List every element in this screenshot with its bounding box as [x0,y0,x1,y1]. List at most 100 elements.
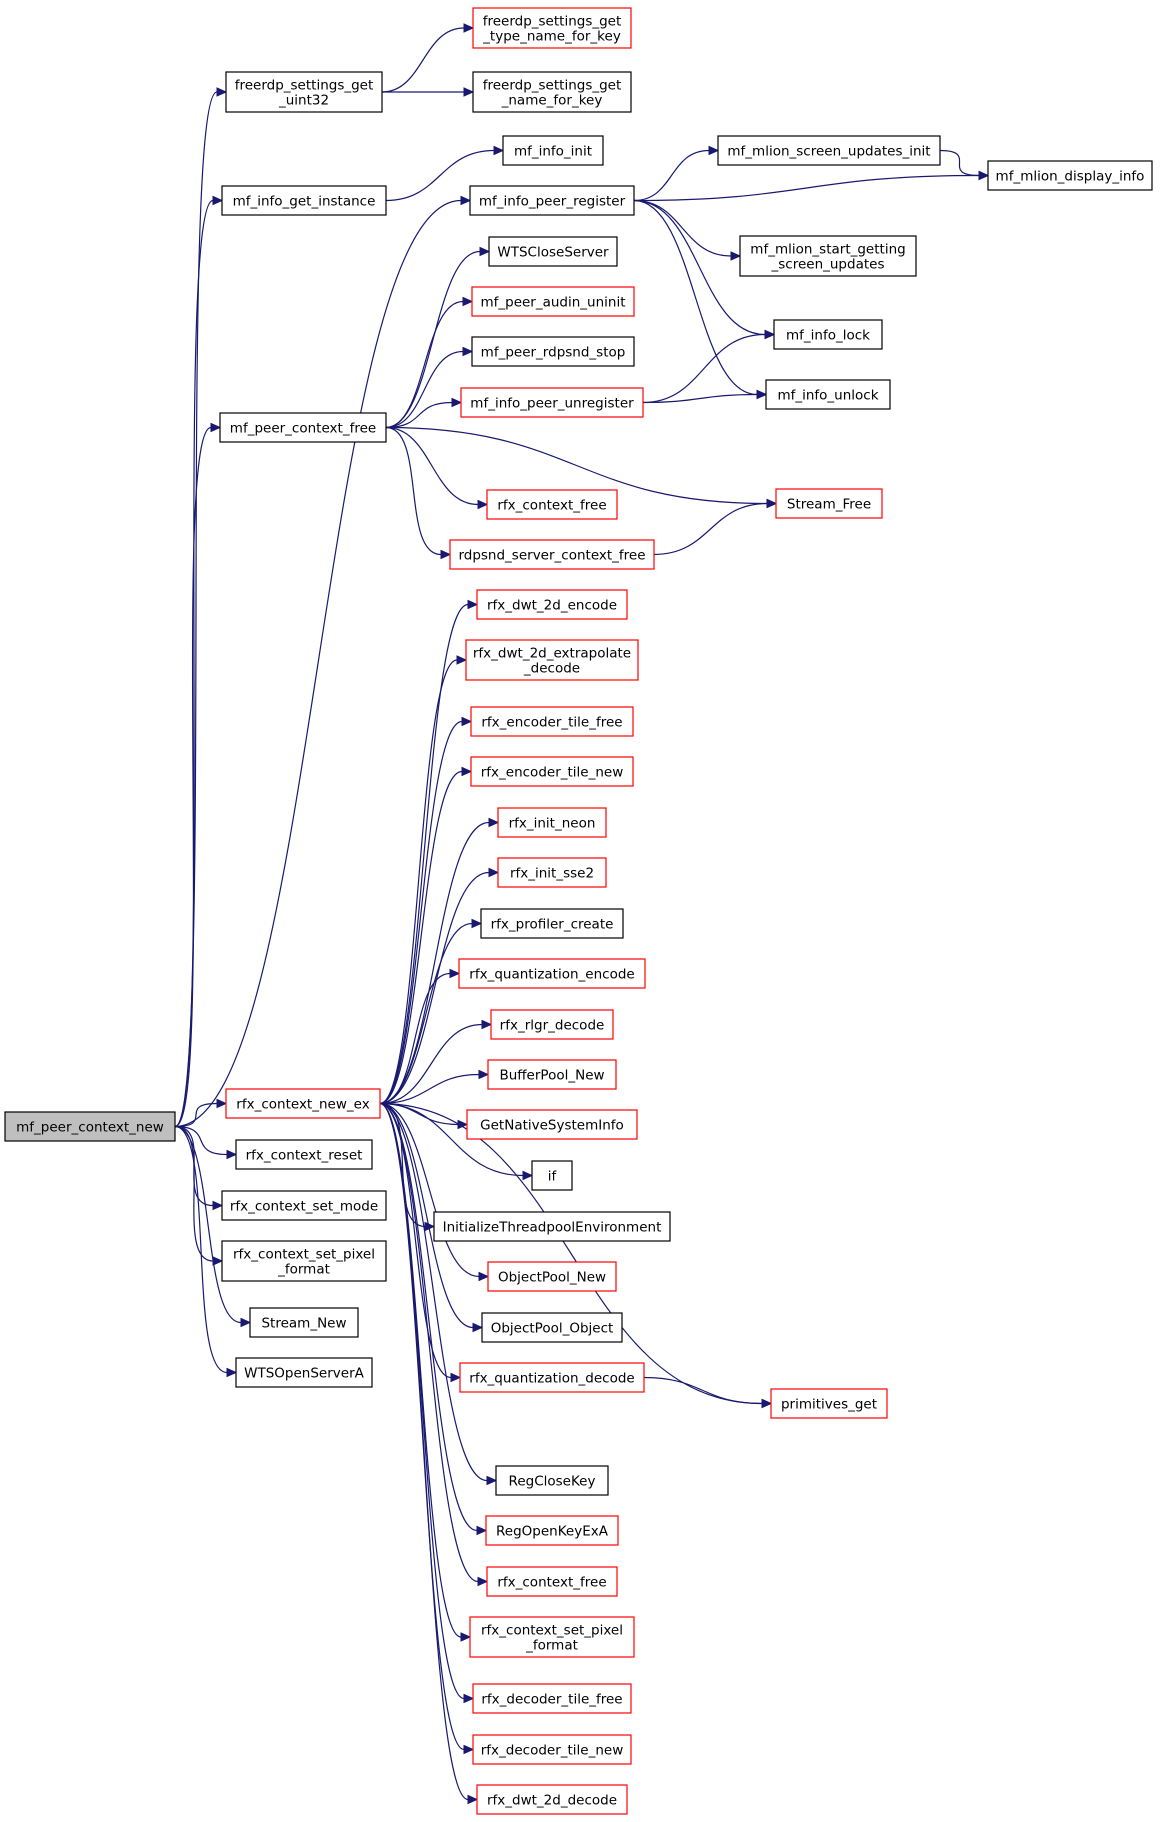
function-node-getnativesysteminfo[interactable]: GetNativeSystemInfo [466,1109,638,1140]
function-node-rfx-quantization-encode[interactable]: rfx_quantization_encode [458,958,646,989]
function-node-rfx-decoder-tile-new[interactable]: rfx_decoder_tile_new [472,1734,632,1765]
function-node-stream-free[interactable]: Stream_Free [775,488,883,519]
node-box [770,1388,888,1419]
arrowhead [212,195,224,206]
node-box [481,1312,623,1343]
function-node-mf-peer-rdpsnd-stop[interactable]: mf_peer_rdpsnd_stop [471,336,635,367]
edge-rfx-context-new-ex-to-rfx-quantization-encode [379,968,461,1105]
function-node-initializethreadpoolenvironment[interactable]: InitializeThreadpoolEnvironment [433,1211,671,1242]
edge-mf-peer-context-new-to-rfx-context-new-ex [174,1098,228,1128]
edge-mf-peer-context-new-to-freerdp-settings-get-uint32 [174,87,228,1128]
function-node-rfx-rlgr-decode[interactable]: rfx_rlgr_decode [490,1009,614,1040]
function-node-rfx-context-set-pixel-format[interactable]: rfx_context_set_pixel_format [221,1240,387,1282]
edge-line [633,149,710,202]
function-node-primitives-get[interactable]: primitives_get [770,1388,888,1419]
edge-rfx-context-new-ex-to-rfx-dwt-2d-decode [379,1102,479,1805]
function-node-rfx-dwt-2d-extrapolate-decode[interactable]: rfx_dwt_2d_extrapolate_decode [465,639,639,681]
function-node-rfx-context-new-ex[interactable]: rfx_context_new_ex [225,1088,381,1119]
function-node-rfx-decoder-tile-free[interactable]: rfx_decoder_tile_free [472,1683,632,1714]
function-node-mf-info-init[interactable]: mf_info_init [502,135,604,166]
function-node-rfx-profiler-create[interactable]: rfx_profiler_create [480,908,624,939]
node-box [717,135,941,166]
edge-mf-peer-context-new-to-wtsopenservera [174,1125,238,1378]
node-label: _decode [523,661,580,677]
edge-line [385,426,442,556]
node-box [497,857,607,888]
function-node-rfx-dwt-2d-decode[interactable]: rfx_dwt_2d_decode [476,1784,628,1815]
function-node-rfx-context-set-pixel-format[interactable]: rfx_context_set_pixel_format [469,1616,635,1658]
edge-mf-info-peer-unregister-to-mf-info-lock [642,329,776,404]
edge-line [174,1102,218,1128]
function-node-mf-info-peer-register[interactable]: mf_info_peer_register [469,185,635,216]
edge-rfx-context-new-ex-to-rfx-dwt-2d-extrapolate-decode [379,655,468,1105]
node-label: rfx_init_neon [509,816,596,832]
arrowhead [764,329,776,340]
function-node-mf-mlion-display-info[interactable]: mf_mlion_display_info [987,160,1153,191]
node-label: rfx_profiler_create [491,917,614,933]
node-label: mf_peer_context_free [230,421,376,437]
edge-mf-info-get-instance-to-mf-info-init [385,145,505,202]
node-box [497,807,607,838]
edge-line [633,174,980,202]
function-node-wtsopenservera[interactable]: WTSOpenServerA [235,1357,373,1388]
edge-line [379,1102,462,1638]
node-box [235,1357,373,1388]
function-node-rfx-context-reset[interactable]: rfx_context_reset [235,1139,373,1170]
function-node-rfx-encoder-tile-new[interactable]: rfx_encoder_tile_new [470,756,634,787]
function-node-rfx-context-set-mode[interactable]: rfx_context_set_mode [221,1190,387,1221]
node-label: mf_mlion_display_info [996,169,1145,185]
function-node-rfx-init-neon[interactable]: rfx_init_neon [497,807,607,838]
edge-mf-peer-context-free-to-rfx-context-free [385,426,489,510]
edge-mf-peer-context-free-to-mf-peer-audin-uninit [385,296,474,429]
function-node-objectpool-object[interactable]: ObjectPool_Object [481,1312,623,1343]
function-node-wtscloseserver[interactable]: WTSCloseServer [488,236,618,267]
edge-mf-peer-context-free-to-mf-info-peer-unregister [385,397,463,429]
node-label: rdpsnd_server_context_free [458,548,645,564]
edge-line [379,1102,480,1278]
edge-mf-peer-context-new-to-rfx-context-set-pixel-format [174,1125,224,1266]
arrowhead [477,1576,489,1587]
function-node-mf-info-lock[interactable]: mf_info_lock [773,319,883,350]
function-node-stream-new[interactable]: Stream_New [249,1307,359,1338]
node-label: rfx_init_sse2 [510,866,594,882]
function-node-freerdp-settings-get-type-name-for-key[interactable]: freerdp_settings_get_type_name_for_key [472,7,632,49]
function-node-objectpool-new[interactable]: ObjectPool_New [487,1261,617,1292]
function-node-regclosekey[interactable]: RegCloseKey [495,1465,609,1496]
node-box [458,958,646,989]
function-node-freerdp-settings-get-name-for-key[interactable]: freerdp_settings_get_name_for_key [472,71,632,113]
function-node-rfx-encoder-tile-free[interactable]: rfx_encoder_tile_free [470,706,634,737]
function-node-rfx-context-free[interactable]: rfx_context_free [486,489,618,520]
arrowhead [481,1019,493,1030]
node-box [472,7,632,49]
function-node-bufferpool-new[interactable]: BufferPool_New [487,1059,617,1090]
node-label: rfx_dwt_2d_extrapolate [473,646,631,662]
node-box [449,539,655,570]
function-node-rfx-dwt-2d-encode[interactable]: rfx_dwt_2d_encode [476,589,628,620]
edge-line [379,1102,474,1329]
function-node-rfx-init-sse2[interactable]: rfx_init_sse2 [497,857,607,888]
edge-rfx-context-new-ex-to-if [379,1102,534,1181]
function-node-mf-mlion-start-getting-screen-updates[interactable]: mf_mlion_start_getting_screen_updates [739,235,917,277]
node-label: rfx_context_set_pixel [233,1247,375,1263]
function-node-mf-peer-context-free[interactable]: mf_peer_context_free [219,412,387,443]
node-label: _name_for_key [501,93,603,109]
arrowhead [449,968,461,979]
function-node-mf-info-get-instance[interactable]: mf_info_get_instance [221,185,387,216]
function-node-mf-mlion-screen-updates-init[interactable]: mf_mlion_screen_updates_init [717,135,941,166]
function-node-mf-info-peer-unregister[interactable]: mf_info_peer_unregister [460,387,644,418]
node-box [476,589,628,620]
node-label: rfx_encoder_tile_new [481,765,624,781]
arrowhead [463,1693,475,1704]
node-box [472,1683,632,1714]
function-node-if[interactable]: if [531,1160,573,1191]
function-node-rdpsnd-server-context-free[interactable]: rdpsnd_server_context_free [449,539,655,570]
function-node-rfx-context-free[interactable]: rfx_context_free [486,1566,618,1597]
edge-line [633,199,766,336]
function-node-mf-info-unlock[interactable]: mf_info_unlock [765,379,891,410]
function-node-freerdp-settings-get-uint32[interactable]: freerdp_settings_get_uint32 [225,71,383,113]
arrowhead [478,1069,490,1080]
function-node-rfx-quantization-decode[interactable]: rfx_quantization_decode [459,1362,645,1393]
function-node-mf-peer-audin-uninit[interactable]: mf_peer_audin_uninit [471,286,635,317]
function-node-regopenkeyexa[interactable]: RegOpenKeyExA [485,1515,619,1546]
edge-rfx-context-new-ex-to-rfx-encoder-tile-free [379,716,473,1105]
